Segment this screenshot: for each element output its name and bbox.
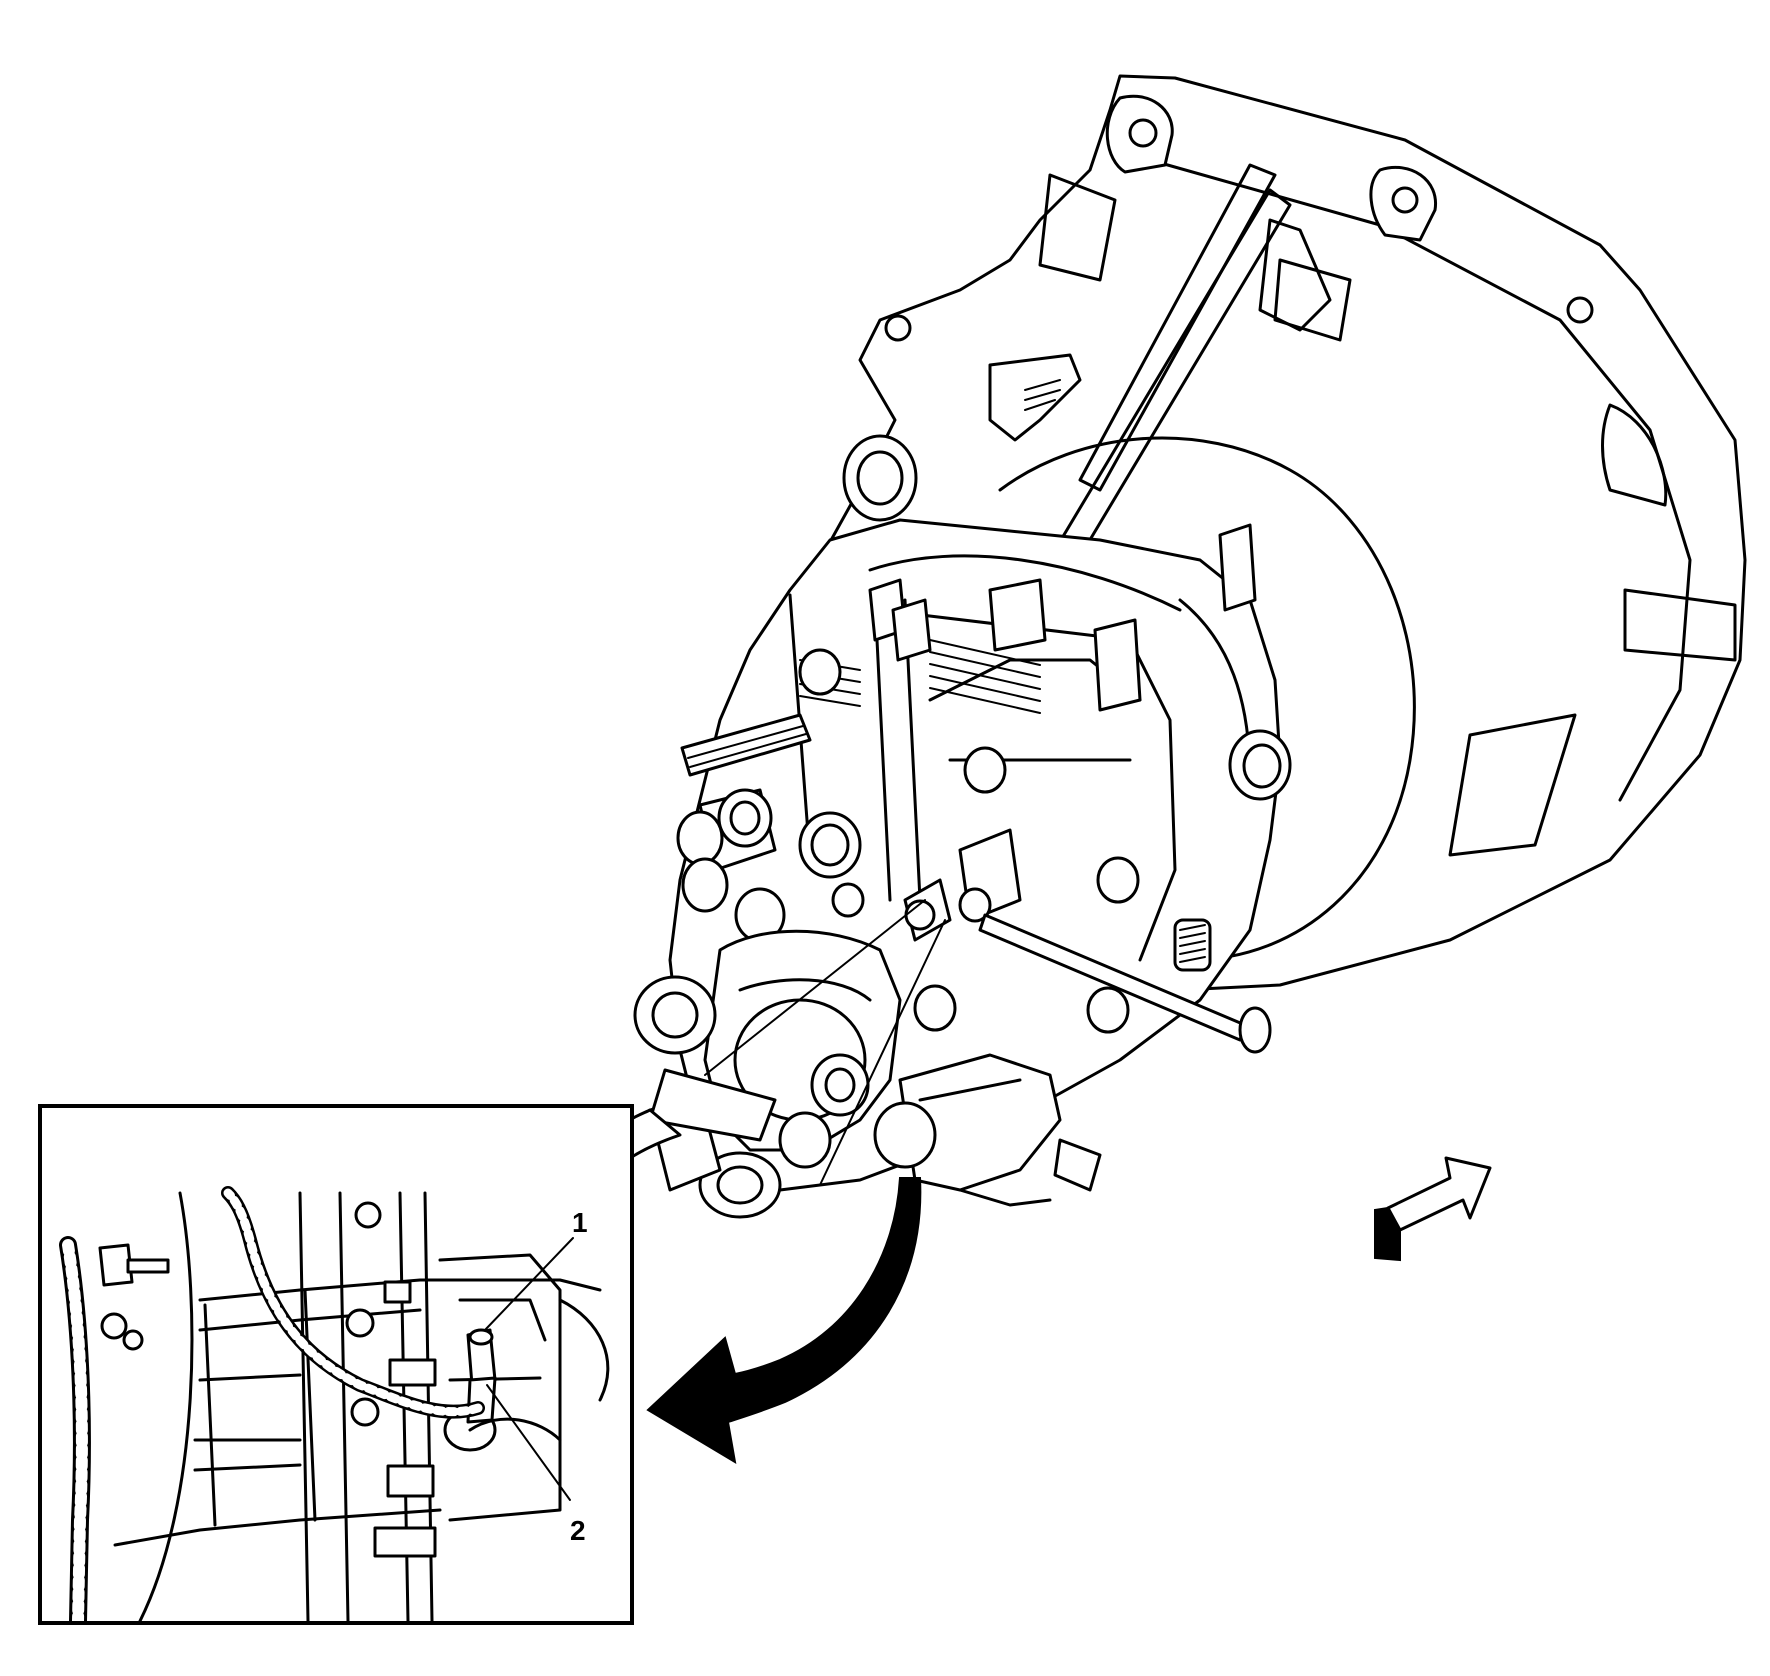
direction-arrow	[1374, 1156, 1492, 1262]
detail-inset: 1 2	[38, 1104, 634, 1625]
transmission-assembly	[598, 74, 1747, 1219]
callout-1: 1	[572, 1207, 588, 1238]
callout-2: 2	[570, 1515, 586, 1546]
detail-view-arrow	[646, 1177, 922, 1464]
